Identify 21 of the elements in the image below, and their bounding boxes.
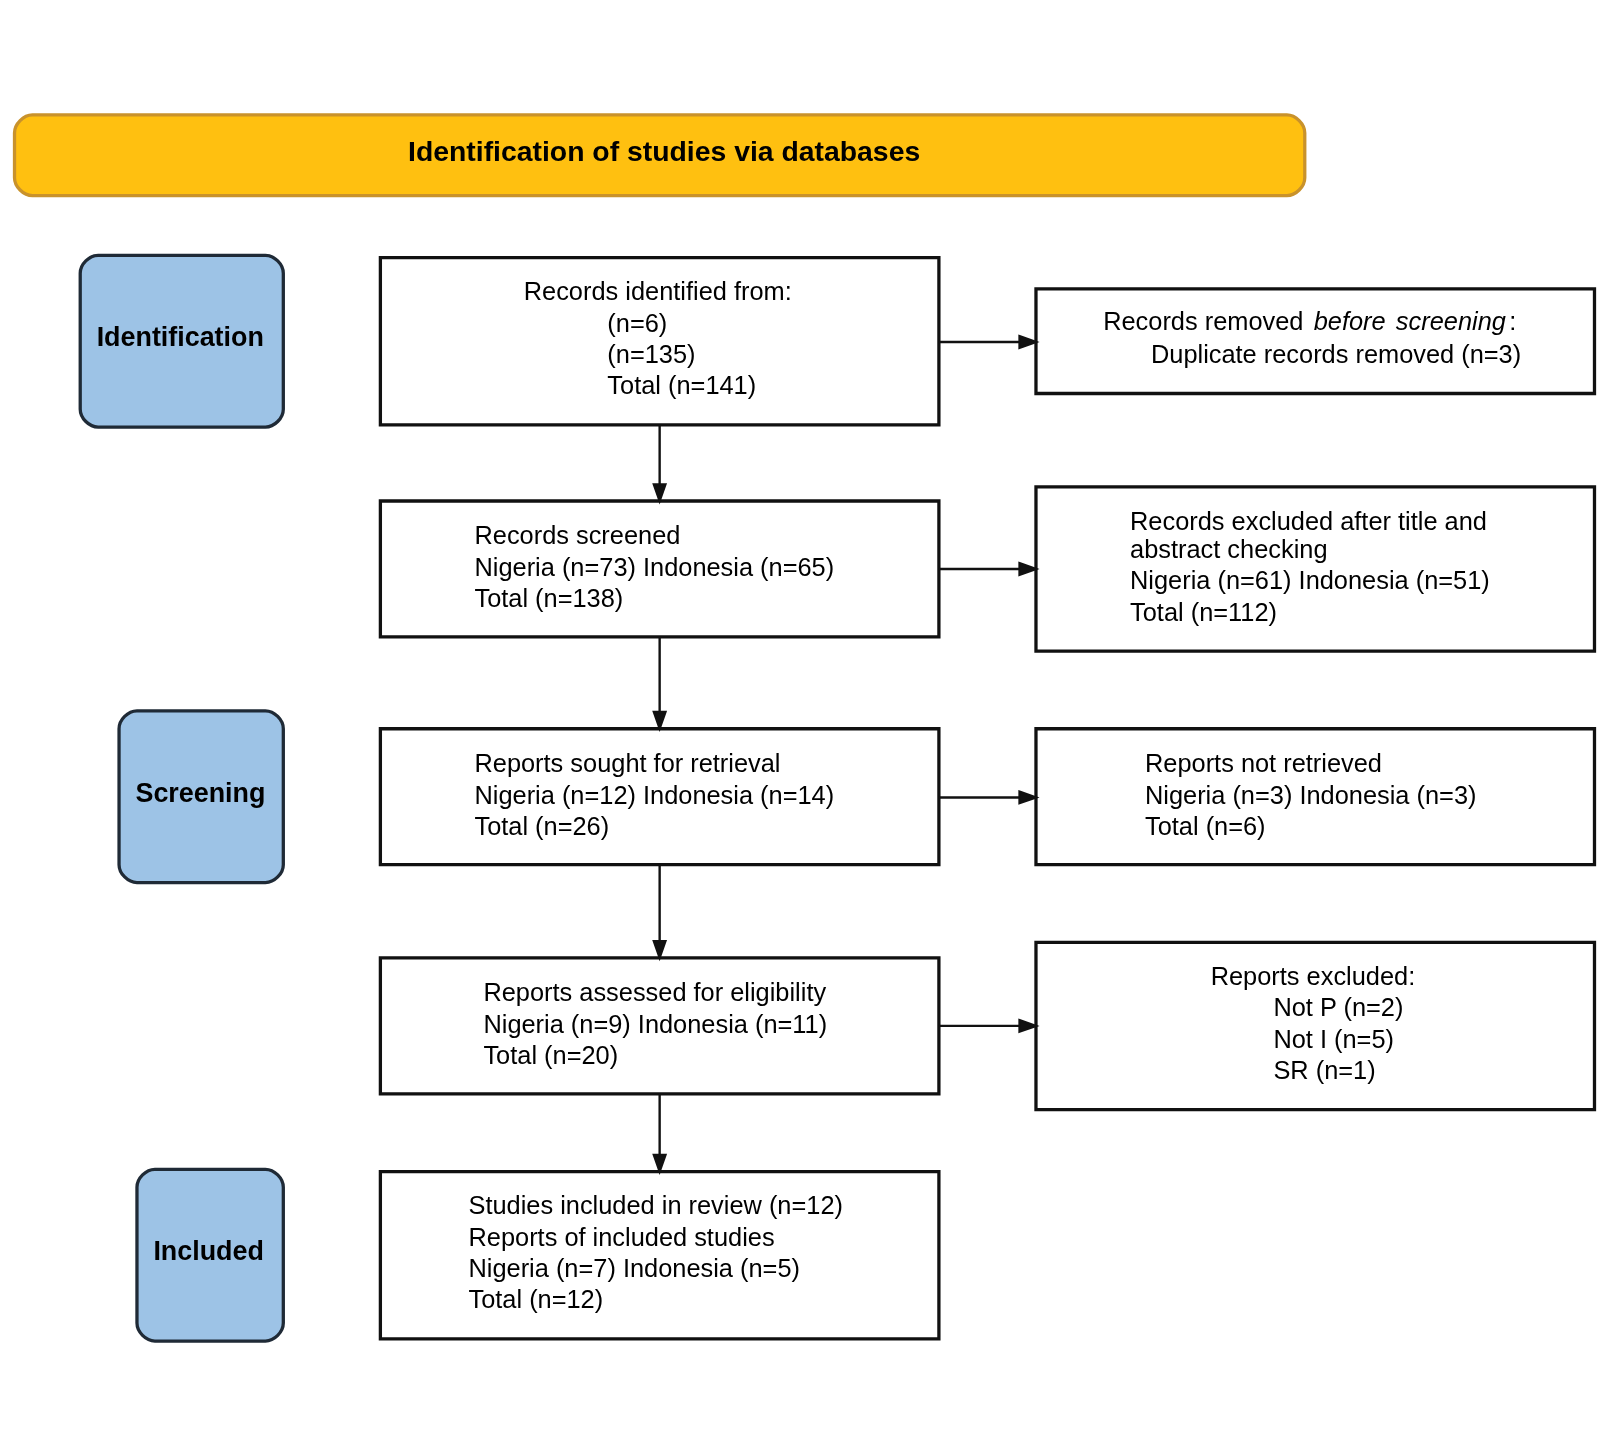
node-box: Studies included in review (n=12) Reports of included studies Nigeria (n=7) Indonesia (n=5) Total (n=12) (378, 1169, 941, 1340)
node-box: Identification of studies via databases (12, 112, 1307, 197)
node-box: Records removed before screening: Duplicate records removed (n=3) (1034, 286, 1597, 395)
node-box: Records screened Nigeria (n=73) Indonesia (n=65) Total (n=138) (378, 498, 941, 639)
arrow (938, 1018, 1040, 1033)
node-box: Records excluded after title and abstract checking Nigeria (n=61) Indonesia (n=51) Total (n=112) (1034, 484, 1597, 653)
arrow (938, 789, 1040, 805)
node-box: Included (135, 1167, 285, 1343)
arrow (652, 1093, 668, 1175)
arrow (652, 864, 668, 961)
node-box: Reports assessed for eligibility Nigeria (n=9) Indonesia (n=11) Total (n=20) (378, 955, 941, 1095)
node-box: Reports excluded: Not P (n=2) Not I (n=5) SR (n=1) (1034, 940, 1597, 1111)
arrow (938, 561, 1040, 576)
node-box: Reports sought for retrieval Nigeria (n=12) Indonesia (n=14) Total (n=26) (378, 726, 941, 866)
node-box: Records identified from: (n=6) (n=135) Total (n=141) (378, 255, 941, 426)
arrow (652, 636, 668, 732)
arrow (938, 334, 1040, 349)
node-box: Identification (78, 253, 285, 429)
node-box: Reports not retrieved Nigeria (n=3) Indonesia (n=3) Total (n=6) (1034, 726, 1597, 866)
node-box: Screening (117, 708, 285, 884)
arrow (652, 424, 668, 504)
